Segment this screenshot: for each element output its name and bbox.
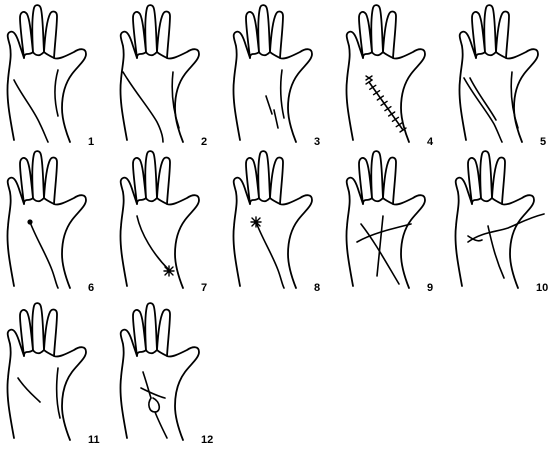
panel-number: 7 [201,283,207,294]
palm-line [464,78,502,142]
hand-outline [346,151,425,288]
palm-line [281,70,284,118]
finger-creases [24,198,54,204]
palm-line [256,222,284,288]
hand-panel-9: 9 [339,146,451,294]
palm-line [123,72,163,142]
crossbar-mark [374,91,380,95]
panel-number: 12 [201,435,213,446]
hand-drawing [448,146,560,294]
finger-creases [137,198,167,204]
crossbar-mark [396,123,402,127]
crossbar-mark [392,117,398,121]
palm-line [470,78,496,120]
hand-outline [346,5,425,142]
hand-drawing [0,298,112,446]
palm-line [55,70,58,116]
hand-outline [233,151,312,288]
hand-outline [7,151,86,288]
finger-creases [137,350,167,356]
hand-panel-12: 12 [113,298,225,446]
dot-mark [27,219,32,224]
star-mark [164,266,174,276]
palm-line [18,378,40,402]
palm-line [149,398,159,412]
finger-creases [137,52,167,58]
hand-panel-3: 3 [226,0,338,148]
panel-number: 8 [314,283,320,294]
hand-outline [7,5,86,142]
finger-creases [250,198,280,204]
hand-panel-5: 5 [452,0,560,148]
hand-drawing [113,0,225,148]
hand-panel-7: 7 [113,146,225,294]
crossbar-mark [385,107,391,111]
hand-outline [7,303,86,440]
hand-panel-10: 10 [448,146,560,294]
hand-drawing [226,0,338,148]
crossbar-mark [381,101,387,105]
palm-line [143,372,151,398]
finger-creases [472,198,502,204]
palm-line [488,226,504,278]
finger-creases [250,52,280,58]
crossbar-mark [389,112,395,116]
crossbar-mark [377,96,383,100]
palm-line [266,96,272,114]
hand-panel-1: 1 [0,0,112,148]
panel-number: 6 [88,283,94,294]
palm-line [137,216,169,270]
palm-line [468,214,544,242]
crossbar-mark [370,85,376,89]
finger-creases [363,198,393,204]
palm-line [369,82,403,130]
hand-drawing [339,146,451,294]
star-mark [251,217,261,227]
hand-panel-2: 2 [113,0,225,148]
hand-outline [459,5,538,142]
hand-outline [233,5,312,142]
hand-drawing [339,0,451,148]
hand-panel-8: 8 [226,146,338,294]
hand-outline [120,303,199,440]
hand-outline [120,151,199,288]
hand-outline [455,151,534,288]
panel-number: 9 [427,283,433,294]
palm-line [155,412,167,438]
hand-drawing [0,0,112,148]
palm-line [274,110,278,128]
hand-drawing [452,0,560,148]
palm-line [141,388,165,398]
finger-creases [363,52,393,58]
hand-panel-11: 11 [0,298,112,446]
palm-line [14,80,48,142]
finger-creases [24,350,54,356]
finger-creases [24,52,54,58]
hand-panel-6: 6 [0,146,112,294]
finger-creases [476,52,506,58]
hand-drawing [113,146,225,294]
panel-number: 11 [88,435,100,446]
hand-drawing [0,146,112,294]
panel-number: 10 [536,283,548,294]
crossbar-mark [366,80,372,84]
hand-drawing [226,146,338,294]
palm-line [30,222,58,288]
hand-outline [120,5,199,142]
palm-line [57,368,60,418]
hand-panel-4: 4 [339,0,451,148]
palm-line [377,216,383,276]
hand-drawing [113,298,225,446]
cross-mark [366,76,372,80]
